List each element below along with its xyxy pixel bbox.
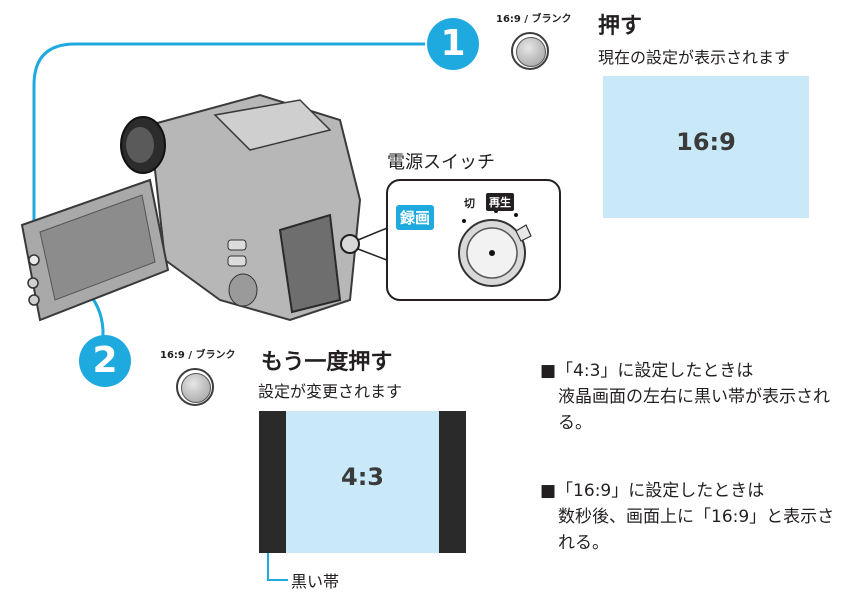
step-1-badge: 1 xyxy=(427,18,479,70)
play-mode-label: 再生 xyxy=(486,193,514,211)
button-face xyxy=(181,373,211,403)
step-1-number: 1 xyxy=(440,23,466,64)
step-2-description: 設定が変更されます xyxy=(258,382,403,401)
step-2-button-label: 16:9 / ブランク xyxy=(160,350,236,361)
note-169-heading: ■「16:9」に設定したときは xyxy=(540,481,765,501)
screen-43-text: 4:3 xyxy=(341,463,384,491)
step-1-button-label: 16:9 / ブランク xyxy=(496,14,572,25)
aspect-ratio-button-2[interactable] xyxy=(176,368,214,406)
note-43: ■「4:3」に設定したときは 液晶画面の左右に黒い帯が表示される。 xyxy=(540,358,840,436)
power-dial[interactable] xyxy=(388,181,563,303)
black-band-right xyxy=(439,411,466,553)
black-band-label: 黒い帯 xyxy=(291,572,340,591)
step-2-badge: 2 xyxy=(79,335,131,387)
screen-169-text: 16:9 xyxy=(676,128,736,156)
step-2-number: 2 xyxy=(92,340,118,381)
power-switch-title: 電源スイッチ xyxy=(387,152,495,173)
step-1-action: 押す xyxy=(598,14,643,39)
off-label: 切 xyxy=(464,197,475,210)
record-mode-label: 録画 xyxy=(396,205,435,230)
note-43-heading: ■「4:3」に設定したときは xyxy=(540,361,754,381)
lcd-screen-43: 4:3 xyxy=(259,411,466,553)
note-43-text: 液晶画面の左右に黒い帯が表示される。 xyxy=(558,387,830,433)
aspect-ratio-button-1[interactable] xyxy=(511,32,549,70)
button-face xyxy=(516,37,546,67)
step-1-description: 現在の設定が表示されます xyxy=(598,48,791,67)
step-2-action: もう一度押す xyxy=(261,350,393,375)
note-169-text: 数秒後、画面上に「16:9」と表示される。 xyxy=(558,507,835,553)
lcd-screen-169: 16:9 xyxy=(603,76,809,218)
note-169: ■「16:9」に設定したときは 数秒後、画面上に「16:9」と表示される。 xyxy=(540,478,840,556)
power-switch-callout: 録画 切 再生 xyxy=(386,179,561,301)
black-band-left xyxy=(259,411,286,553)
